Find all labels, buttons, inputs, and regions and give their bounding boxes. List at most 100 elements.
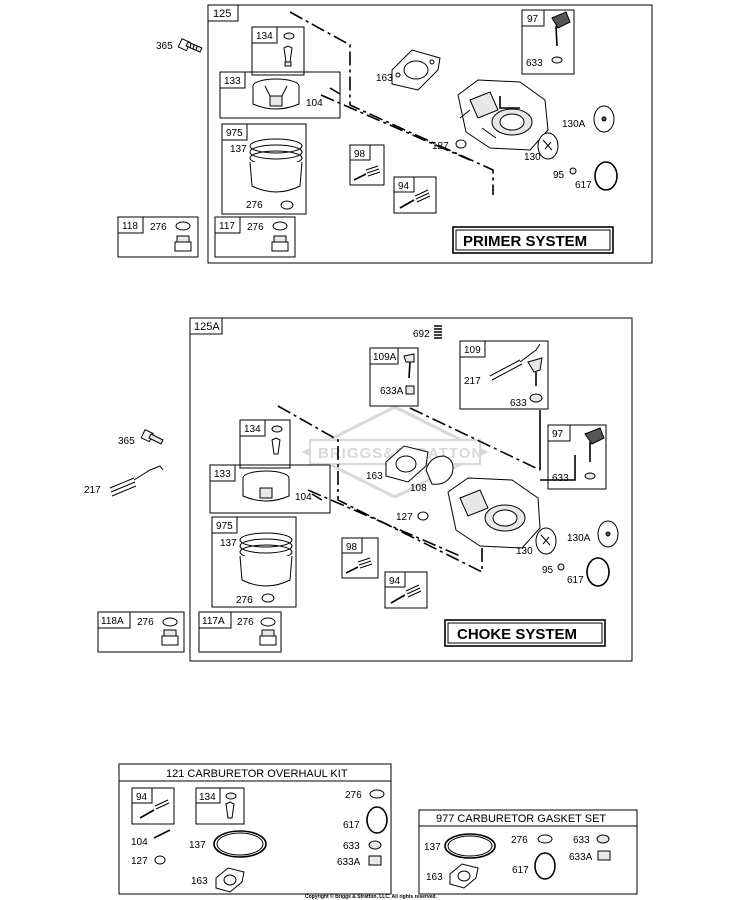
- label-117-276: 276: [247, 222, 264, 233]
- label-118: 118: [122, 221, 138, 232]
- choke-shaft-109A-part: [403, 353, 415, 395]
- label-217-external: 217: [84, 485, 101, 496]
- kit-label-104: 104: [131, 837, 148, 848]
- kit-bulb-134-part: [225, 792, 237, 819]
- primer-system-label: PRIMER SYSTEM: [463, 233, 587, 250]
- kit-screw-94-part: [139, 799, 170, 819]
- primer-box-number: 125: [213, 8, 231, 20]
- primer-bulb-part: [283, 32, 295, 67]
- kit-oring-127-part: [154, 855, 166, 865]
- label-127: 127: [396, 512, 413, 523]
- label-117: 117: [219, 221, 235, 232]
- set-seal-633-part: [596, 834, 610, 844]
- spring-692-part: [434, 325, 442, 339]
- primer-seal-ring-part: [249, 138, 303, 210]
- label-163: 163: [366, 471, 383, 482]
- label-97: 97: [527, 14, 539, 25]
- label-97: 97: [552, 429, 564, 440]
- label-137: 137: [230, 144, 247, 155]
- fitting-117A-part: [259, 617, 277, 646]
- fitting-118-part: [174, 221, 192, 252]
- plate-130-choke-part: [535, 527, 557, 555]
- set-seal-633A-part: [597, 850, 611, 861]
- choke-system-label: CHOKE SYSTEM: [457, 626, 577, 643]
- plate-130-part: [537, 132, 559, 160]
- primer-cap-part: [252, 78, 341, 110]
- label-130A: 130A: [567, 533, 591, 544]
- kit-pin-104-part: [153, 829, 171, 839]
- oring-617-part: [594, 161, 618, 191]
- gasket-set-title: 977 CARBURETOR GASKET SET: [436, 813, 606, 825]
- gasket-set-section: 977 CARBURETOR GASKET SET 137 163 276 61…: [418, 809, 638, 895]
- gasket-163-part: [391, 49, 441, 91]
- set-label-633: 633: [573, 835, 590, 846]
- label-109A: 109A: [373, 352, 397, 363]
- overhaul-kit-frame: [118, 763, 392, 895]
- label-98: 98: [346, 542, 358, 553]
- kit-seal-633-part: [368, 840, 382, 850]
- kit-label-617: 617: [343, 820, 360, 831]
- oring-127-choke-part: [417, 511, 429, 521]
- label-617: 617: [575, 180, 592, 191]
- label-975: 975: [216, 521, 233, 532]
- screw-95-choke-part: [557, 563, 565, 571]
- label-104: 104: [306, 98, 323, 109]
- set-label-276: 276: [511, 835, 528, 846]
- primer-bulb-choke-part: [271, 425, 283, 455]
- spring-217-external-part: [109, 465, 164, 497]
- kit-ring-137-part: [213, 830, 267, 858]
- label-95: 95: [553, 170, 565, 181]
- label-633: 633: [510, 398, 527, 409]
- set-label-163: 163: [426, 872, 443, 883]
- label-134: 134: [244, 424, 261, 435]
- carburetor-body-primer: [457, 79, 549, 151]
- label-95: 95: [542, 565, 554, 576]
- label-365: 365: [156, 41, 173, 52]
- label-217: 217: [464, 376, 481, 387]
- oring-127-part: [455, 139, 467, 149]
- label-109: 109: [464, 345, 481, 356]
- choke-leader-b: [307, 489, 461, 557]
- seal-ring-choke-part: [239, 532, 293, 603]
- carburetor-body-choke: [447, 477, 541, 549]
- screw-94-choke-part: [390, 584, 422, 604]
- set-ring-137-part: [444, 833, 496, 859]
- kit-washer-276-part: [369, 789, 385, 799]
- bolt-365-choke-part: [140, 429, 164, 445]
- kit-label-276: 276: [345, 790, 362, 801]
- label-117A: 117A: [202, 616, 225, 627]
- label-365: 365: [118, 436, 135, 447]
- bolt-365-part: [177, 38, 203, 53]
- set-gasket-163-part: [449, 863, 479, 889]
- label-118A-276: 276: [137, 617, 154, 628]
- screw-98-part: [353, 165, 381, 181]
- plate-108-part: [425, 455, 454, 485]
- label-633b: 633: [552, 473, 569, 484]
- brand-watermark: BRIGGS&STRATTON: [301, 405, 489, 499]
- throttle-shaft-97-choke-part: [584, 427, 605, 480]
- label-692: 692: [413, 329, 430, 340]
- choke-frame: [189, 317, 633, 662]
- primer-cap-choke-part: [242, 470, 323, 502]
- kit-label-633A: 633A: [337, 857, 361, 868]
- choke-leader-a: [277, 405, 483, 574]
- set-label-137: 137: [424, 842, 441, 853]
- set-oring-617-part: [534, 852, 556, 880]
- fitting-118A-part: [161, 617, 179, 646]
- label-127: 127: [432, 141, 449, 152]
- oring-617-choke-part: [586, 557, 610, 587]
- label-118-276: 276: [150, 222, 167, 233]
- label-117A-276: 276: [237, 617, 254, 628]
- throttle-shaft-97-part: [551, 11, 571, 64]
- gasket-163-choke-part: [385, 445, 429, 483]
- choke-lever-109-part: [489, 343, 543, 403]
- label-108: 108: [410, 483, 427, 494]
- label-130: 130: [516, 546, 533, 557]
- set-label-633A: 633A: [569, 852, 593, 863]
- kit-label-94: 94: [136, 792, 148, 803]
- label-617: 617: [567, 575, 584, 586]
- label-130A: 130A: [562, 119, 586, 130]
- overhaul-kit-title: 121 CARBURETOR OVERHAUL KIT: [166, 768, 348, 780]
- choke-box-number: 125A: [194, 321, 220, 333]
